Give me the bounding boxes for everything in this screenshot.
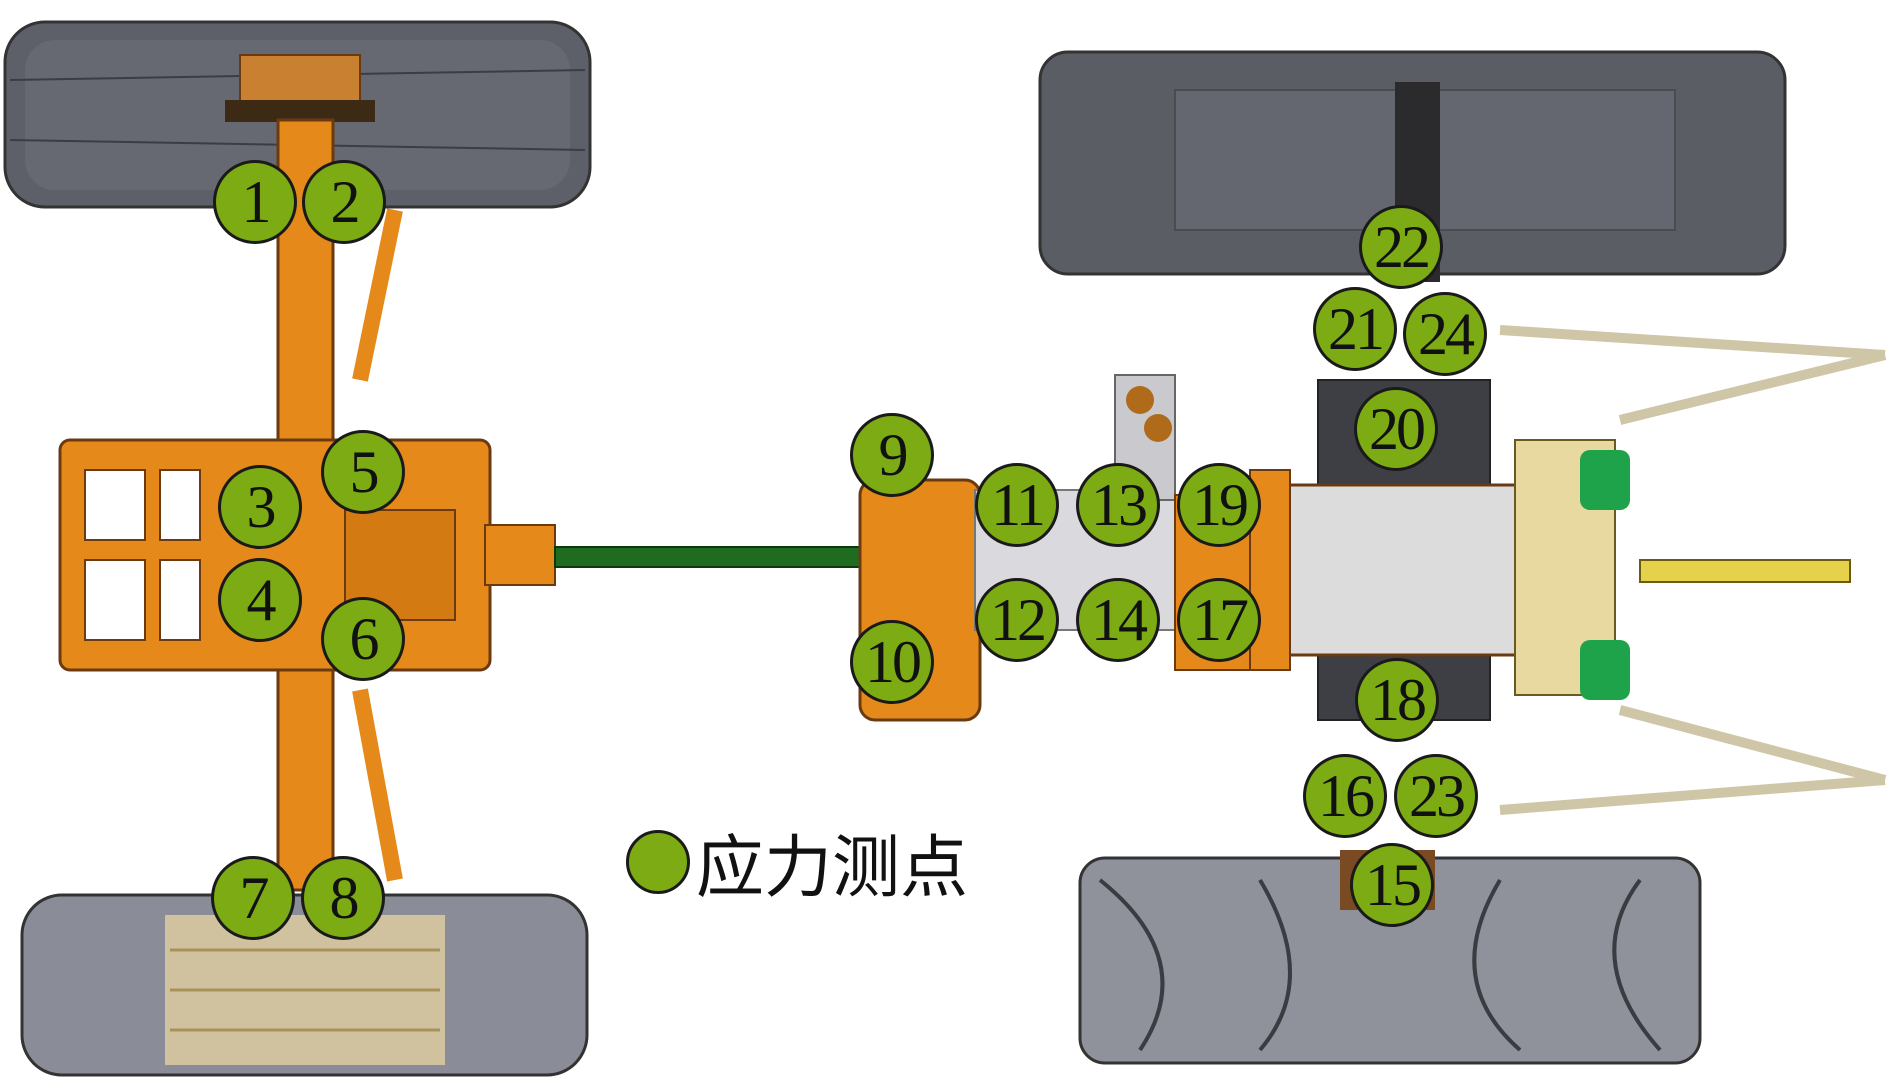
stress-point-17: 17 — [1177, 578, 1261, 662]
stress-point-1: 1 — [213, 160, 297, 244]
stress-point-2: 2 — [302, 160, 386, 244]
stress-point-6: 6 — [321, 597, 405, 681]
stress-point-8: 8 — [301, 856, 385, 940]
stress-point-18: 18 — [1355, 658, 1439, 742]
stress-point-14: 14 — [1076, 578, 1160, 662]
stress-point-11: 11 — [975, 463, 1059, 547]
stress-point-5: 5 — [321, 430, 405, 514]
stress-point-15: 15 — [1350, 843, 1434, 927]
stress-point-24: 24 — [1403, 292, 1487, 376]
stress-point-13: 13 — [1076, 463, 1160, 547]
left-top-tire — [3, 20, 592, 209]
stress-point-21: 21 — [1313, 287, 1397, 371]
drive-shaft — [554, 546, 866, 568]
legend-dot-icon — [626, 829, 690, 894]
stress-point-3: 3 — [218, 465, 302, 549]
stress-point-23: 23 — [1394, 754, 1478, 838]
legend-label: 应力测点 — [696, 829, 969, 908]
stress-point-4: 4 — [218, 558, 302, 642]
stress-point-19: 19 — [1177, 463, 1261, 547]
stress-point-22: 22 — [1359, 205, 1443, 289]
stress-point-7: 7 — [211, 856, 295, 940]
right-transmission — [1249, 325, 1887, 815]
stress-point-20: 20 — [1354, 387, 1438, 471]
stress-point-12: 12 — [975, 578, 1059, 662]
right-top-tire — [1038, 50, 1787, 282]
legend: 应力测点 — [626, 812, 968, 911]
left-bottom-tire — [20, 893, 589, 1077]
stress-point-9: 9 — [850, 413, 934, 497]
stress-point-16: 16 — [1303, 754, 1387, 838]
stress-point-10: 10 — [850, 620, 934, 704]
left-chassis — [58, 118, 556, 892]
